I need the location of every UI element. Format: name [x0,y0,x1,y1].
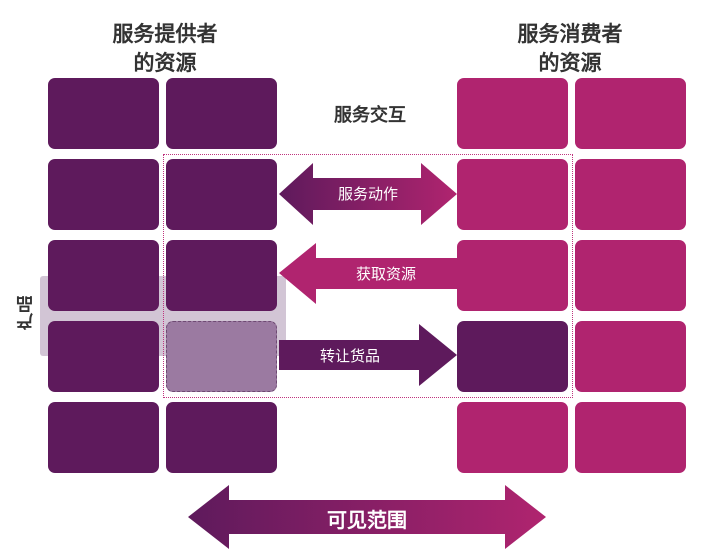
consumer-block [457,402,568,473]
consumer-block [575,78,686,149]
consumer-block [575,159,686,230]
consumer-block [575,321,686,392]
acquire-resource-label: 获取资源 [355,265,416,283]
provider-title-line2: 的资源 [133,51,197,75]
provider-title: 服务提供者 的资源 [90,20,240,78]
consumer-block [575,240,686,311]
consumer-block [575,402,686,473]
provider-block-transferred [166,321,277,392]
visible-scope-label: 可见范围 [327,508,407,532]
service-action-label: 服务动作 [337,185,398,203]
visible-scope-arrow [188,485,546,549]
consumer-block-received [457,321,568,392]
interaction-label: 服务交互 [334,105,406,126]
provider-block [166,402,277,473]
consumer-title-line2: 的资源 [538,51,602,75]
acquire-resource-arrow [279,243,457,304]
consumer-block [457,240,568,311]
transfer-goods-arrow [279,324,457,386]
provider-block [166,240,277,311]
interaction-frame [163,154,573,398]
provider-block [166,78,277,149]
service-action-arrow [279,163,457,225]
provider-block [48,78,159,149]
product-label: 产品 [17,296,37,330]
consumer-block [457,78,568,149]
consumer-title-line1: 服务消费者 [517,22,623,46]
provider-block [48,321,159,392]
provider-block [166,159,277,230]
consumer-block [457,159,568,230]
provider-title-line1: 服务提供者 [112,22,218,46]
provider-block [48,402,159,473]
provider-block [48,240,159,311]
provider-block [48,159,159,230]
transfer-goods-label: 转让货品 [319,347,380,365]
consumer-title: 服务消费者 的资源 [495,20,645,78]
